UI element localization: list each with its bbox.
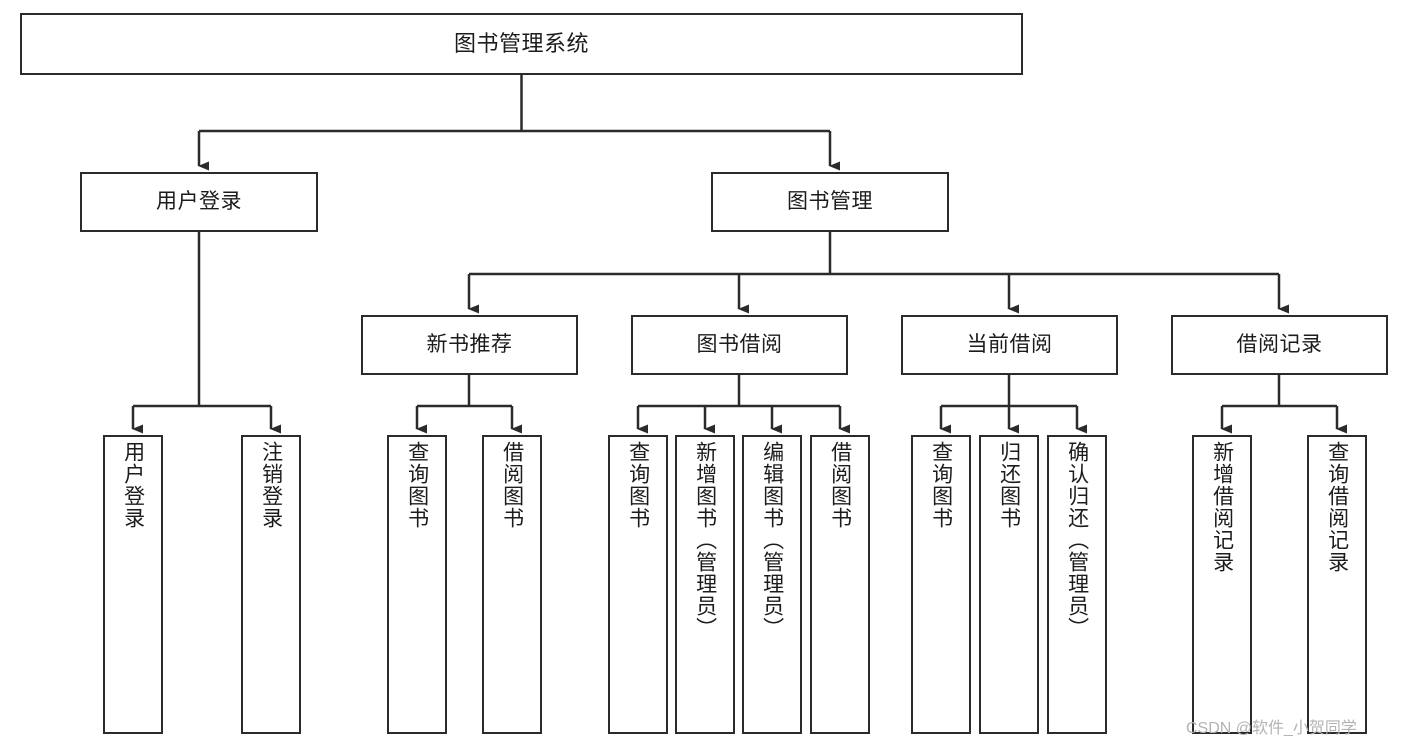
node-leaf-query-book-recommend[interactable]: 查询图书 — [387, 435, 447, 734]
node-label: 查询图书 — [929, 441, 953, 529]
node-label: 当前借阅 — [966, 333, 1053, 357]
node-label: 借阅图书 — [828, 441, 852, 529]
node-book-management[interactable]: 图书管理 — [711, 172, 949, 232]
node-label: 新书推荐 — [426, 333, 513, 357]
node-leaf-borrow-book[interactable]: 借阅图书 — [810, 435, 870, 734]
node-label: 图书借阅 — [696, 333, 783, 357]
node-label: 归还图书 — [997, 441, 1021, 529]
node-leaf-query-book-current[interactable]: 查询图书 — [911, 435, 971, 734]
node-root-book-management-system[interactable]: 图书管理系统 — [20, 13, 1023, 75]
node-leaf-return-book[interactable]: 归还图书 — [979, 435, 1039, 734]
node-label: 注销登录 — [259, 441, 283, 529]
node-label: 借阅图书 — [500, 441, 524, 529]
node-book-borrow[interactable]: 图书借阅 — [631, 315, 848, 375]
node-label: 查询借阅记录 — [1325, 441, 1349, 573]
node-label: 图书管理 — [787, 190, 873, 214]
node-label: 查询图书 — [405, 441, 429, 529]
node-leaf-add-book-admin[interactable]: 新增图书（管理员） — [675, 435, 735, 734]
node-leaf-logout[interactable]: 注销登录 — [241, 435, 301, 734]
node-leaf-add-borrow-record[interactable]: 新增借阅记录 — [1192, 435, 1252, 734]
node-label: 确认归还（管理员） — [1065, 441, 1089, 639]
csdn-watermark: CSDN @软件_小贺同学 — [1186, 720, 1357, 737]
node-leaf-confirm-return-admin[interactable]: 确认归还（管理员） — [1047, 435, 1107, 734]
node-leaf-edit-book-admin[interactable]: 编辑图书（管理员） — [742, 435, 802, 734]
node-label: 新增借阅记录 — [1210, 441, 1234, 573]
node-new-book-recommend[interactable]: 新书推荐 — [361, 315, 578, 375]
node-label: 图书管理系统 — [453, 30, 589, 56]
node-label: 用户登录 — [121, 441, 145, 529]
node-leaf-query-borrow-record[interactable]: 查询借阅记录 — [1307, 435, 1367, 734]
node-label: 借阅记录 — [1236, 333, 1323, 357]
node-leaf-query-book-borrow[interactable]: 查询图书 — [608, 435, 668, 734]
node-label: 编辑图书（管理员） — [760, 441, 784, 639]
node-leaf-borrow-book-recommend[interactable]: 借阅图书 — [482, 435, 542, 734]
node-leaf-user-login[interactable]: 用户登录 — [103, 435, 163, 734]
node-borrow-record[interactable]: 借阅记录 — [1171, 315, 1388, 375]
node-label: 新增图书（管理员） — [693, 441, 717, 639]
node-user-login[interactable]: 用户登录 — [80, 172, 318, 232]
node-label: 查询图书 — [626, 441, 650, 529]
node-label: 用户登录 — [156, 190, 242, 214]
node-current-borrow[interactable]: 当前借阅 — [901, 315, 1118, 375]
